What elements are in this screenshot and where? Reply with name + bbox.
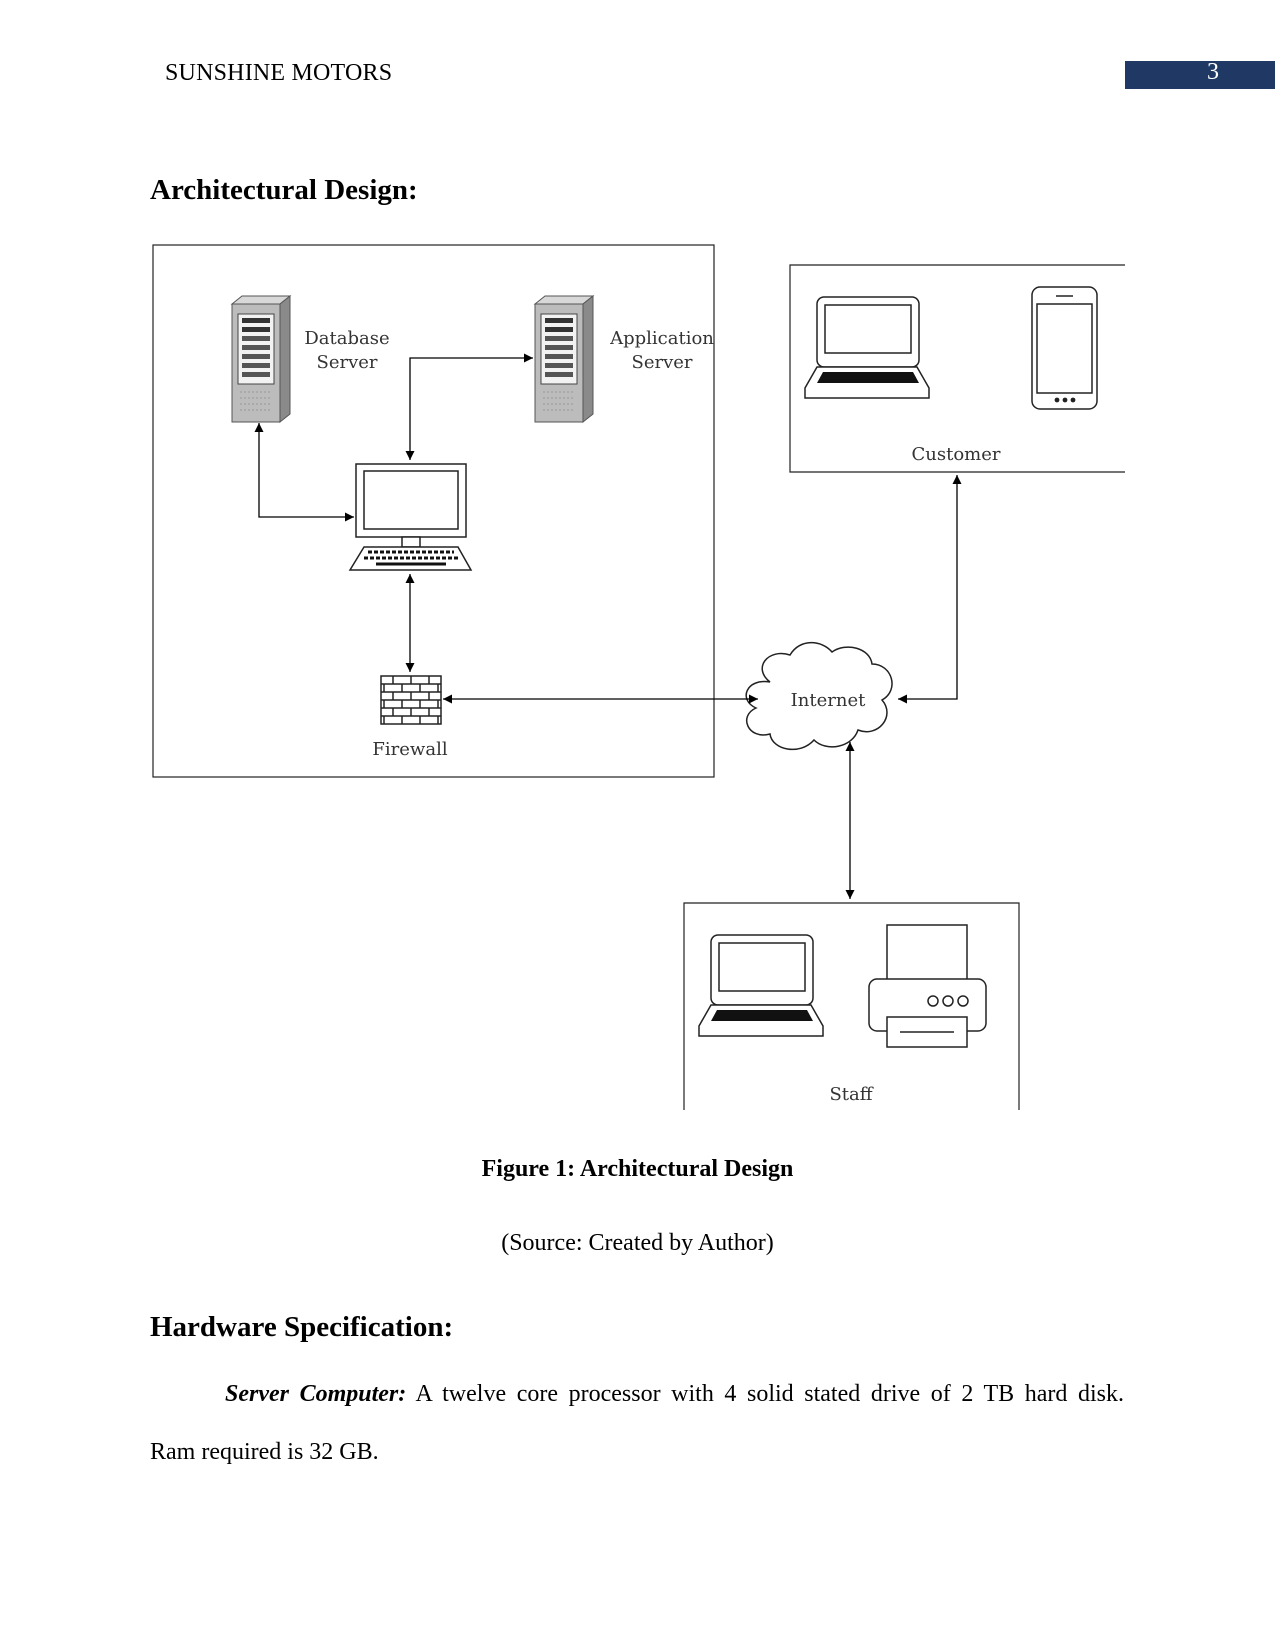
connector-app-to-pc xyxy=(405,353,533,460)
server-computer-text: A twelve core processor with 4 solid sta… xyxy=(406,1381,1125,1407)
staff-printer-icon xyxy=(868,924,987,1048)
architecture-diagram: Database Server Application Server Firew… xyxy=(152,244,1125,1110)
internal-network-boundary xyxy=(152,244,715,778)
desktop-computer-icon xyxy=(348,463,473,571)
figure-source: (Source: Created by Author) xyxy=(501,1230,774,1256)
staff-boundary xyxy=(683,902,1020,1110)
database-server-label-line2: Server xyxy=(316,352,377,373)
section-heading-architectural-design: Architectural Design: xyxy=(150,174,418,206)
server-computer-label: Server Computer: xyxy=(225,1381,407,1407)
customer-laptop-icon xyxy=(804,296,930,399)
page-number: 3 xyxy=(1207,59,1219,85)
section-heading-hardware-specification: Hardware Specification: xyxy=(150,1311,454,1343)
database-server-label: Database xyxy=(304,328,389,349)
customer-boundary xyxy=(789,264,1125,473)
firewall-icon xyxy=(380,675,442,725)
running-header: SUNSHINE MOTORS xyxy=(165,60,393,86)
internet-label: Internet xyxy=(791,690,866,711)
customer-smartphone-icon xyxy=(1031,286,1098,410)
server-computer-text-cont: Ram required is 32 GB. xyxy=(150,1439,379,1465)
hardware-paragraph: Server Computer: A twelve core processor… xyxy=(150,1365,1124,1481)
database-server-icon xyxy=(231,295,291,423)
internet-cloud-icon xyxy=(745,641,893,751)
page-number-bar xyxy=(1125,61,1275,89)
staff-label: Staff xyxy=(829,1084,873,1105)
customer-label: Customer xyxy=(912,444,1001,465)
connector-db-to-pc xyxy=(254,423,354,522)
connector-internet-to-customer xyxy=(898,475,962,704)
figure-caption: Figure 1: Architectural Design xyxy=(481,1156,794,1182)
application-server-label-line2: Server xyxy=(631,352,692,373)
application-server-label: Application xyxy=(609,328,714,349)
staff-laptop-icon xyxy=(698,934,824,1037)
firewall-label: Firewall xyxy=(372,739,447,760)
application-server-icon xyxy=(534,295,594,423)
